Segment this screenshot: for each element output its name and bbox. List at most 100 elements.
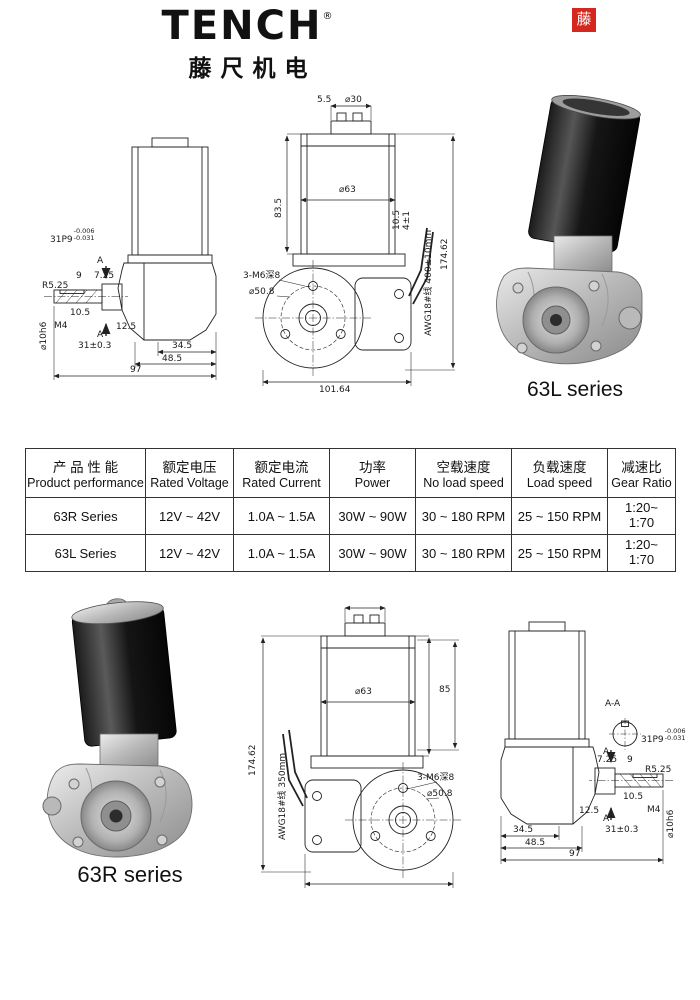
dim-label: AWG18#线 400±10mm xyxy=(424,229,434,336)
cell-series: 63R Series xyxy=(25,497,146,535)
ratio-line1: 1:20~ xyxy=(625,537,658,553)
dim-label: R5.25 xyxy=(645,765,672,775)
dim-label: 174.62 xyxy=(248,744,258,777)
header-en: Load speed xyxy=(526,476,593,490)
dim-label: A-A xyxy=(605,699,621,709)
brand-logo-chinese: 藤尺机电 xyxy=(188,55,317,81)
front-view-line-art xyxy=(255,103,456,386)
side-view-line-art xyxy=(44,137,217,380)
dim-label: ⌀10h6 xyxy=(666,809,676,838)
header-en: Gear Ratio xyxy=(611,476,672,490)
cell-power: 30W ~ 90W xyxy=(329,497,416,535)
dim-label: ⌀50.8 xyxy=(249,287,275,297)
dim-label: 48.5 xyxy=(525,838,546,848)
header-en: Rated Current xyxy=(242,476,321,490)
brand-logo-text: TENCH® xyxy=(128,6,368,46)
dim-label: 174.62 xyxy=(440,238,450,271)
dim-label: 12.5 xyxy=(116,322,137,332)
cell-ratio: 1:20~1:70 xyxy=(607,497,676,535)
photo-label-63r: 63R series xyxy=(77,862,183,887)
cell-no-load: 30 ~ 180 RPM xyxy=(415,534,512,572)
table-row-63r: 63R Series 12V ~ 42V 1.0A ~ 1.5A 30W ~ 9… xyxy=(25,497,676,535)
dim-label: 7.25 xyxy=(597,755,618,765)
photo-label-63l: 63L series xyxy=(526,378,624,401)
cell-ratio: 1:20~1:70 xyxy=(607,534,676,572)
dim-label: A xyxy=(97,330,104,340)
header-cn: 额定电压 xyxy=(162,460,217,475)
cell-series: 63L Series xyxy=(25,534,146,572)
dim-label: A xyxy=(603,814,610,824)
dim-label: 10.5 xyxy=(392,209,402,230)
dim-label: A xyxy=(97,256,104,266)
brand-name: TENCH xyxy=(161,3,323,49)
dim-label: ⌀50.8 xyxy=(427,789,453,799)
motor-photo-63l xyxy=(496,95,643,365)
dim-label: 31±0.3 xyxy=(605,825,639,835)
dim-label: 9 xyxy=(76,271,82,281)
dim-label: 3-M6深8 xyxy=(417,773,455,783)
dim-label: 48.5 xyxy=(162,354,183,364)
cell-voltage: 12V ~ 42V xyxy=(145,534,234,572)
side-view-drawing-top: 31P9-0.006-0.031 A 9 7.25 R5.25 10.5 M4 … xyxy=(39,118,255,396)
dim-label: 34.5 xyxy=(172,341,193,351)
dim-label: 85 xyxy=(439,685,451,695)
table-row-63l: 63L Series 12V ~ 42V 1.0A ~ 1.5A 30W ~ 9… xyxy=(25,534,676,572)
header-cn: 负载速度 xyxy=(532,460,587,475)
dim-label: 5.5 xyxy=(317,95,332,105)
ratio-line2: 1:70 xyxy=(628,552,655,567)
dim-label: 12.5 xyxy=(579,806,600,816)
dim-label: 10.5 xyxy=(623,792,644,802)
side-view-drawing-bottom: A-A 31P9-0.006-0.031 A 9 7.25 R5.25 10.5… xyxy=(455,602,686,884)
cell-load: 25 ~ 150 RPM xyxy=(511,534,608,572)
dim-label: R5.25 xyxy=(42,281,69,291)
motor-photo-63r xyxy=(42,598,193,858)
dim-label: 4±1 xyxy=(402,211,412,230)
side-view-line-art-mirrored xyxy=(455,602,685,884)
cell-current: 1.0A ~ 1.5A xyxy=(233,534,330,572)
header-en: No load speed xyxy=(423,476,504,490)
header-en: Power xyxy=(354,476,391,490)
dim-label: AWG18#线 350mm xyxy=(278,752,288,840)
dim-label: A xyxy=(603,747,610,757)
dim-label: 10.5 xyxy=(70,308,91,318)
dim-label: 9 xyxy=(627,755,633,765)
dim-label: 31P9-0.006-0.031 xyxy=(50,227,95,245)
front-view-drawing-bottom: ⌀63 85 174.62 AWG18#线 350mm 3-M6深8 ⌀50.8 xyxy=(243,600,473,900)
dim-label: 7.25 xyxy=(94,271,115,281)
dim-label: ⌀63 xyxy=(339,185,356,195)
registered-mark: ® xyxy=(322,11,335,22)
header-cn: 额定电流 xyxy=(254,460,309,475)
dim-label: 97 xyxy=(130,365,142,375)
cell-load: 25 ~ 150 RPM xyxy=(511,497,608,535)
header-en: Product performance xyxy=(27,476,144,490)
header-cn: 产 品 性 能 xyxy=(52,460,119,475)
cell-power: 30W ~ 90W xyxy=(329,534,416,572)
red-seal-icon: 藤 xyxy=(572,8,596,32)
dim-label: 31P9-0.006-0.031 xyxy=(641,727,686,745)
photo-63l: 63L series xyxy=(470,90,680,405)
photo-63r: 63R series xyxy=(20,582,240,894)
cell-no-load: 30 ~ 180 RPM xyxy=(415,497,512,535)
dim-label: 31±0.3 xyxy=(78,341,112,351)
ratio-line2: 1:70 xyxy=(628,515,655,530)
front-view-line-art-mirrored xyxy=(243,600,473,900)
cell-voltage: 12V ~ 42V xyxy=(145,497,234,535)
dim-label: ⌀10h6 xyxy=(39,321,49,350)
dim-label: 3-M6深8 xyxy=(243,271,281,281)
dim-label: ⌀63 xyxy=(355,687,372,697)
cell-current: 1.0A ~ 1.5A xyxy=(233,497,330,535)
header-cn: 空载速度 xyxy=(436,460,491,475)
dim-label: ⌀30 xyxy=(345,95,362,105)
dim-label: M4 xyxy=(54,321,68,331)
dim-label: M4 xyxy=(647,805,661,815)
ratio-line1: 1:20~ xyxy=(625,500,658,516)
dim-label: 97 xyxy=(569,849,581,859)
